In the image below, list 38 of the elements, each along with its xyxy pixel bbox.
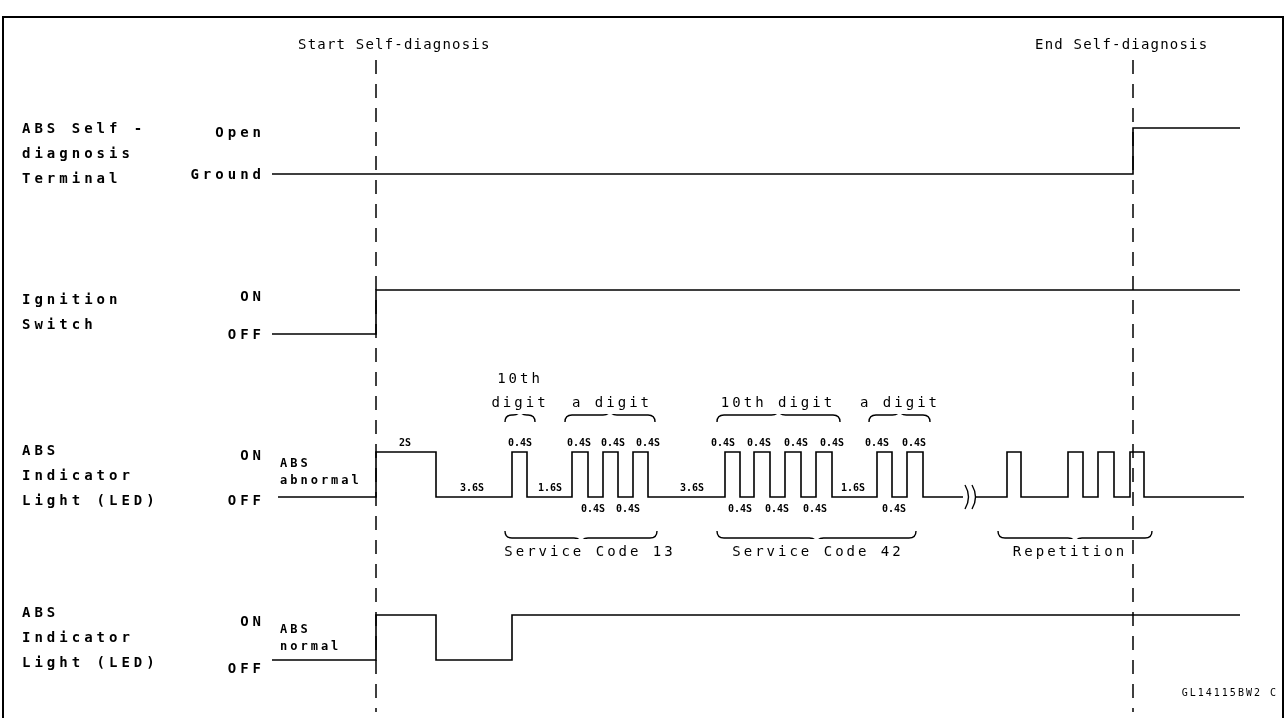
state-label: ON — [240, 288, 265, 304]
duration-label: 0.4S — [710, 436, 736, 448]
duration-label: 0.4S — [635, 436, 661, 448]
state-label: OFF — [227, 326, 265, 342]
duration-label: 0.4S — [901, 436, 927, 448]
duration-label: 0.4S — [600, 436, 626, 448]
duration-label: 1.6S — [840, 481, 866, 493]
phase-label: End Self-diagnosis — [1035, 36, 1209, 52]
duration-label: 0.4S — [783, 436, 809, 448]
duration-label: 3.6S — [679, 481, 705, 493]
duration-label: 0.4S — [580, 502, 606, 514]
duration-label: 0.4S — [507, 436, 533, 448]
state-label: Open — [215, 124, 265, 140]
duration-label: 0.4S — [615, 502, 641, 514]
duration-label: 0.4S — [764, 502, 790, 514]
duration-label: 0.4S — [881, 502, 907, 514]
signal-name: Ignition Switch — [22, 290, 123, 334]
duration-label: 0.4S — [819, 436, 845, 448]
duration-label: 0.4S — [864, 436, 890, 448]
status-label: ABS abnormal — [280, 455, 363, 489]
duration-label: 0.4S — [746, 436, 772, 448]
duration-label: 0.4S — [727, 502, 753, 514]
signal-name: ABS Self -diagnosis Terminal — [22, 118, 148, 188]
figure-code: GL14115BW2 C — [1181, 686, 1278, 698]
state-label: ON — [240, 447, 265, 463]
duration-label: 3.6S — [459, 481, 485, 493]
signal-name: ABS Indicator Light (LED) — [22, 440, 160, 510]
duration-label: 0.4S — [566, 436, 592, 448]
duration-label: 0.4S — [802, 502, 828, 514]
signal-name: ABS Indicator Light (LED) — [22, 602, 160, 672]
state-label: Ground — [190, 166, 265, 182]
phase-label: Start Self-diagnosis — [298, 36, 491, 52]
state-label: OFF — [227, 492, 265, 508]
status-label: ABS normal — [280, 621, 343, 655]
duration-label: 1.6S — [537, 481, 563, 493]
duration-label: 2S — [399, 436, 411, 448]
state-label: ON — [240, 613, 265, 629]
state-label: OFF — [227, 660, 265, 676]
